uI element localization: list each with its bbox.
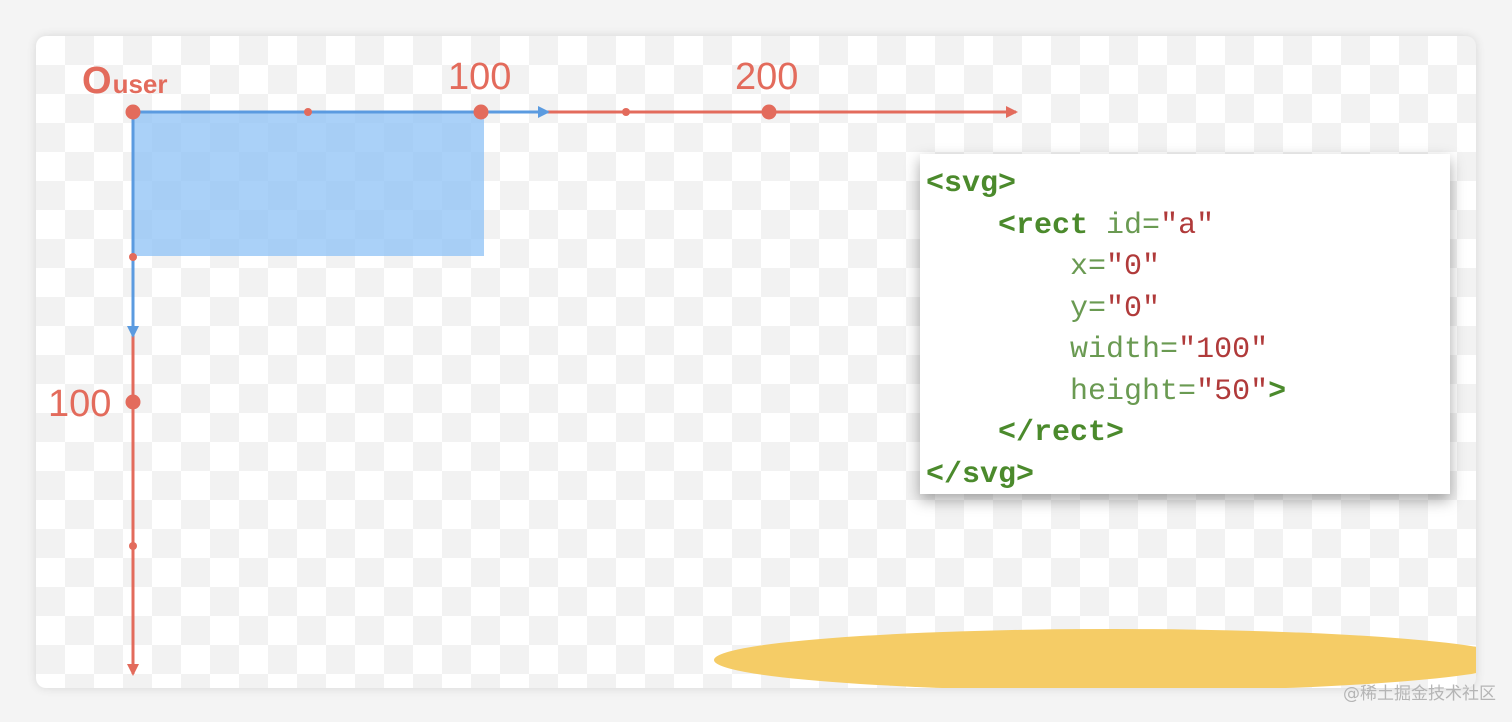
watermark: @稀土掘金技术社区 — [1343, 684, 1496, 704]
x-tick-minor — [622, 108, 630, 116]
x-label-100: 100 — [448, 56, 512, 98]
code-line: </rect> — [926, 413, 1450, 455]
code-attr: id= — [1106, 208, 1161, 243]
code-tag: <rect — [998, 208, 1089, 243]
origin-point — [125, 104, 141, 120]
code-string: "0" — [1106, 250, 1161, 284]
code-line: <rect id="a" — [926, 206, 1450, 248]
code-attr: height= — [1070, 374, 1197, 409]
origin-label: Ouser — [82, 60, 167, 103]
y-tick-minor — [129, 253, 137, 261]
code-line: y="0" — [926, 289, 1450, 331]
code-string: "100" — [1178, 333, 1269, 367]
y-tick-100 — [125, 394, 141, 410]
code-attr: x= — [1070, 250, 1107, 284]
coordinate-diagram — [125, 104, 1018, 676]
code-line: width="100" — [926, 330, 1450, 372]
user-rect — [133, 112, 484, 256]
y-label-100: 100 — [48, 383, 112, 425]
yellow-highlight-mark — [714, 629, 1476, 688]
code-string: "0" — [1106, 291, 1161, 326]
origin-letter: O — [82, 60, 112, 102]
code-line: </svg> — [926, 455, 1450, 497]
origin-subscript: user — [112, 69, 168, 99]
code-line: x="0" — [926, 247, 1450, 289]
x-tick-100 — [473, 104, 489, 120]
code-attr: y= — [1070, 291, 1107, 326]
code-tag: </svg> — [926, 457, 1035, 492]
x-label-200: 200 — [735, 56, 799, 98]
code-tag: </rect> — [998, 416, 1125, 450]
code-attr: width= — [1070, 333, 1179, 367]
code-tag: <svg> — [926, 167, 1017, 201]
code-snippet: <svg> <rect id="a" x="0" y="0" width="10… — [920, 154, 1450, 494]
code-line: <svg> — [926, 164, 1450, 206]
code-string: "50" — [1196, 374, 1269, 409]
code-string: "a" — [1160, 208, 1215, 243]
code-line: height="50"> — [926, 372, 1450, 414]
x-tick-minor — [304, 108, 312, 116]
x-tick-200 — [761, 104, 777, 120]
y-tick-minor — [129, 542, 137, 550]
code-tag: > — [1268, 374, 1287, 409]
diagram-canvas: Ouser 100 200 100 <svg> <rect id="a" x="… — [36, 36, 1476, 688]
